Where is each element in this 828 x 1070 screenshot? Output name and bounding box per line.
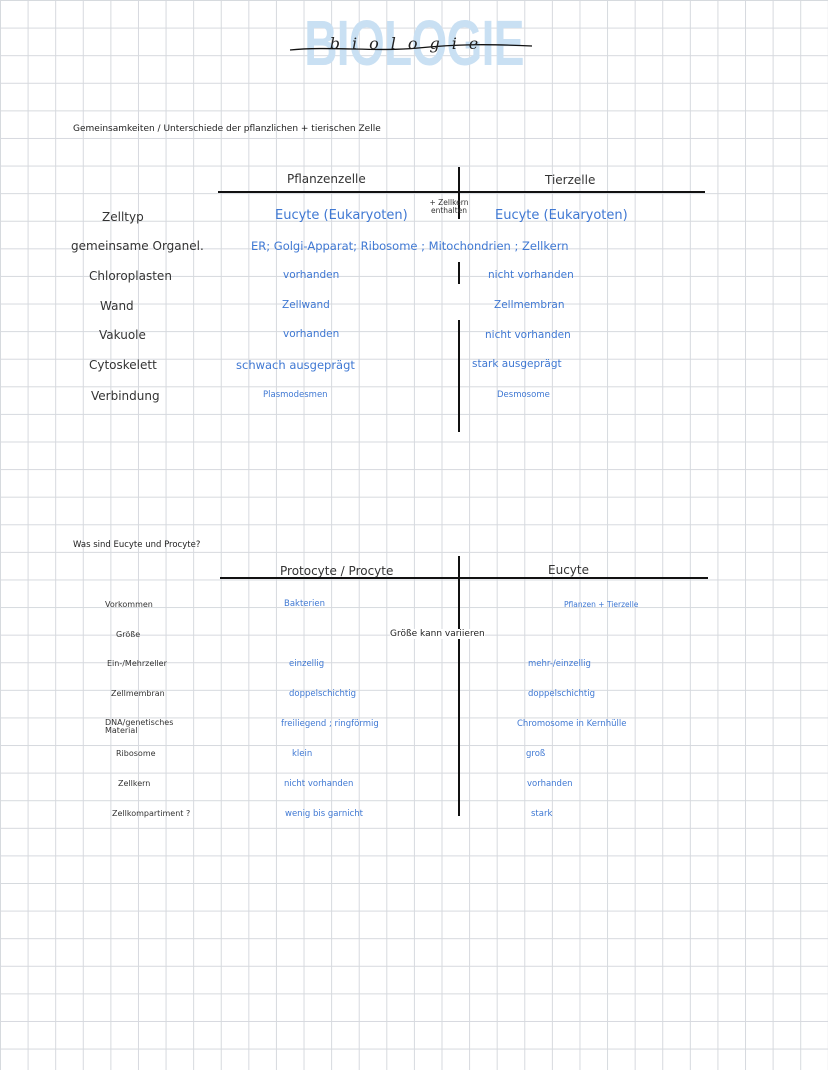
row-label-zellanzahl: Ein-/Mehrzeller bbox=[107, 659, 167, 668]
row-label-cytoskelett: Cytoskelett bbox=[89, 358, 157, 372]
cell-animal-chloroplasten: nicht vorhanden bbox=[488, 269, 574, 281]
size-note: Größe kann variieren bbox=[390, 629, 485, 639]
cell-pro-zellkern: nicht vorhanden bbox=[284, 779, 354, 789]
page-script-title: biologie bbox=[329, 34, 491, 53]
row-label-vorkommen: Vorkommen bbox=[105, 600, 153, 609]
cell-plant-cytoskelett: schwach ausgeprägt bbox=[236, 358, 355, 372]
section2-heading: Was sind Eucyte und Procyte? bbox=[73, 540, 201, 550]
table2-horizontal-rule bbox=[220, 577, 708, 579]
row-label-zellmembran: Zellmembran bbox=[111, 689, 165, 698]
cell-eu-zellanzahl: mehr-/einzellig bbox=[528, 659, 591, 669]
row-label-wand: Wand bbox=[100, 299, 134, 313]
cell-animal-zelltyp: Eucyte (Eukaryoten) bbox=[495, 208, 628, 223]
cell-plant-zelltyp: Eucyte (Eukaryoten) bbox=[275, 208, 408, 223]
cell-animal-cytoskelett: stark ausgeprägt bbox=[472, 358, 562, 370]
row-label-verbindung: Verbindung bbox=[91, 389, 160, 403]
page-title: BIOLOGIE bbox=[304, 7, 524, 79]
cell-pro-zellanzahl: einzellig bbox=[289, 659, 325, 669]
row-label-dna: DNA/genetisches Material bbox=[105, 718, 174, 735]
cell-pro-dna: freiliegend ; ringförmig bbox=[281, 719, 379, 729]
row-label-organellen: gemeinsame Organel. bbox=[71, 239, 204, 253]
row-label-zellkern: Zellkern bbox=[118, 779, 151, 788]
col-header-eucyte: Eucyte bbox=[548, 563, 589, 577]
cell-plant-verbindung: Plasmodesmen bbox=[263, 390, 328, 400]
cell-pro-ribosome: klein bbox=[292, 749, 313, 759]
cell-plant-wand: Zellwand bbox=[282, 299, 330, 311]
section1-heading: Gemeinsamkeiten / Unterschiede der pflan… bbox=[73, 124, 381, 134]
table1-divider-bottom bbox=[458, 320, 460, 432]
cell-eu-vorkommen: Pflanzen + Tierzelle bbox=[564, 600, 639, 609]
cell-plant-vakuole: vorhanden bbox=[283, 328, 340, 340]
cell-pro-vorkommen: Bakterien bbox=[284, 599, 325, 609]
cell-eu-dna: Chromosome in Kernhülle bbox=[517, 719, 627, 729]
table2-divider bbox=[458, 556, 460, 816]
cell-animal-verbindung: Desmosome bbox=[497, 390, 550, 400]
title-underline-swash bbox=[289, 44, 533, 51]
cell-eu-ribosome: groß bbox=[526, 749, 546, 759]
table1-divider-top bbox=[458, 167, 460, 219]
row-label-chloroplasten: Chloroplasten bbox=[89, 269, 172, 283]
row-label-groesse: Größe bbox=[116, 630, 141, 639]
col-header-plant: Pflanzenzelle bbox=[287, 172, 366, 186]
cell-plant-chloroplasten: vorhanden bbox=[283, 269, 340, 281]
row-label-kompartiment: Zellkompartiment ? bbox=[112, 809, 191, 818]
cell-eu-kompartiment: stark bbox=[531, 809, 553, 819]
row-label-zelltyp: Zelltyp bbox=[102, 210, 144, 224]
table1-divider-mid bbox=[458, 262, 460, 284]
cell-pro-zellmembran: doppelschichtig bbox=[289, 689, 356, 699]
cell-shared-organellen: ER; Golgi-Apparat; Ribosome ; Mitochondr… bbox=[251, 239, 569, 253]
col-header-animal: Tierzelle bbox=[545, 173, 596, 187]
table1-horizontal-rule bbox=[218, 191, 705, 193]
cell-eu-zellkern: vorhanden bbox=[527, 779, 573, 789]
col-header-procyte: Protocyte / Procyte bbox=[280, 564, 394, 578]
cell-animal-wand: Zellmembran bbox=[494, 299, 565, 311]
cell-pro-kompartiment: wenig bis garnicht bbox=[285, 809, 364, 819]
row-label-vakuole: Vakuole bbox=[99, 328, 146, 342]
cell-eu-zellmembran: doppelschichtig bbox=[528, 689, 595, 699]
nucleus-note: + Zellkern enthalten bbox=[429, 198, 469, 215]
cell-animal-vakuole: nicht vorhanden bbox=[485, 329, 571, 341]
row-label-ribosome: Ribosome bbox=[116, 749, 156, 758]
